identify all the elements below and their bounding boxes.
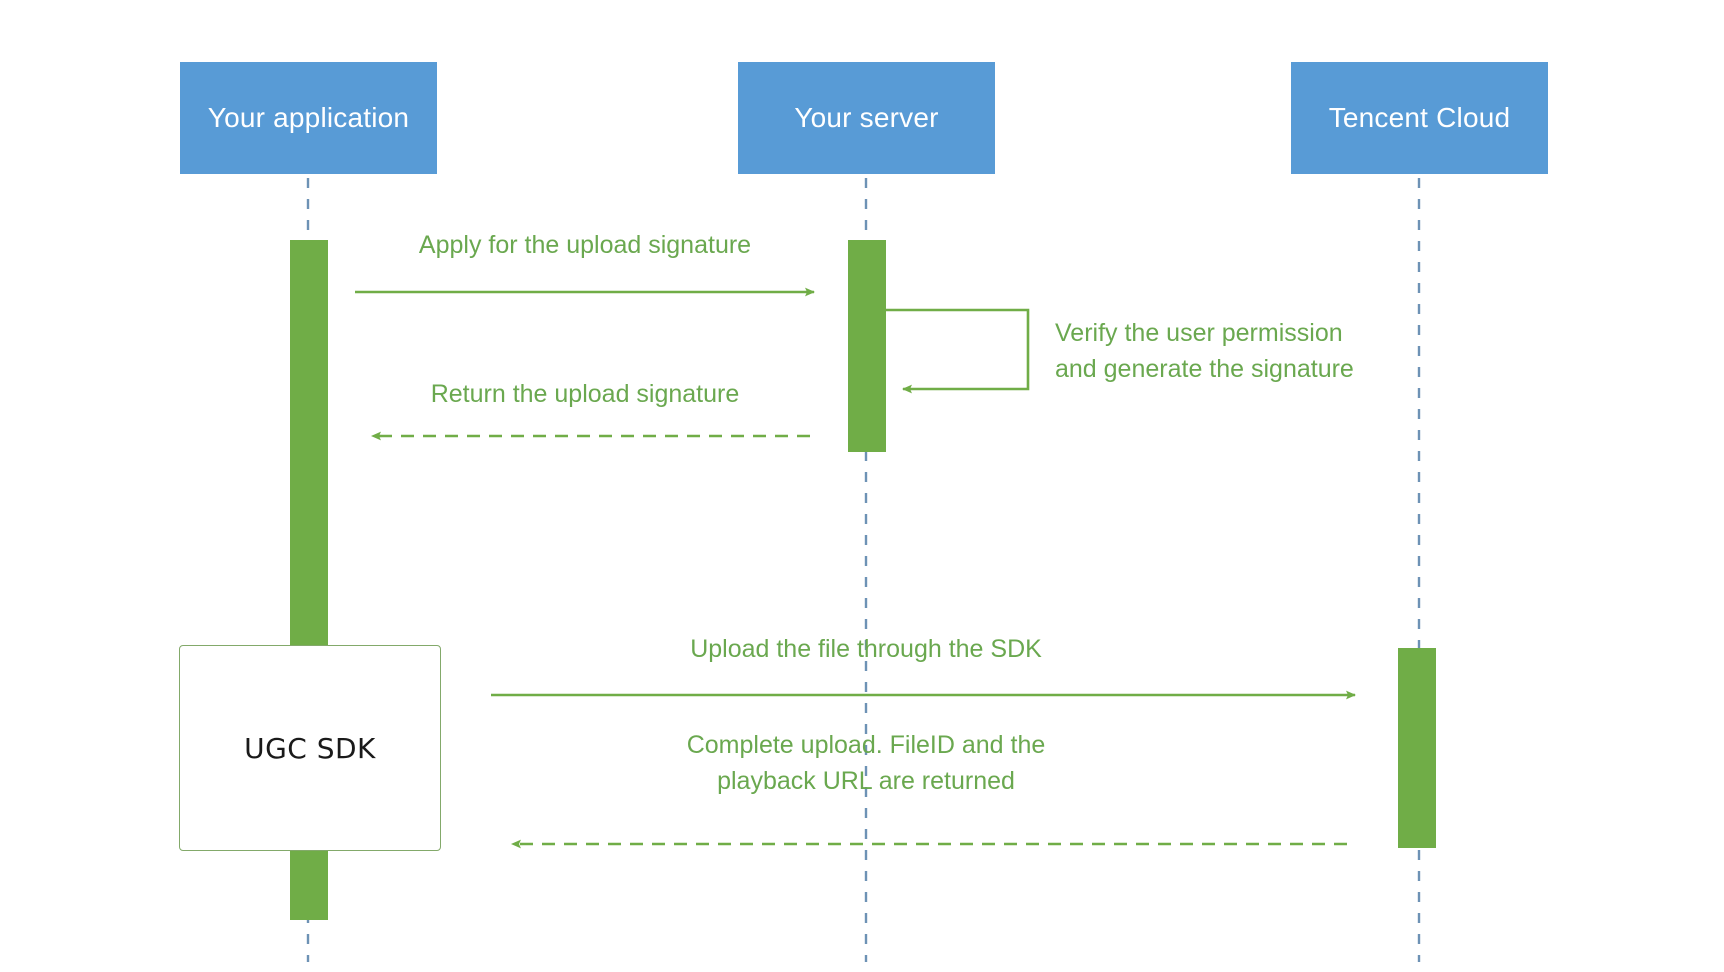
message-label-return-signature: Return the upload signature: [430, 380, 740, 408]
message-label-verify-permission: Verify the user permission and generate …: [1055, 319, 1354, 383]
message-label-apply-signature: Apply for the upload signature: [418, 231, 752, 259]
message-label-complete-upload: Complete upload. FileID and the playback…: [686, 731, 1046, 795]
actor-label-application: Your application: [207, 102, 410, 133]
note-label-ugc-sdk: UGC SDK: [244, 731, 376, 765]
message-label-upload-file: Upload the file through the SDK: [690, 635, 1042, 663]
activation-bar-server: [848, 240, 886, 452]
activation-bar-cloud: [1398, 648, 1436, 848]
note-box-ugc-sdk[interactable]: UGC SDK: [179, 645, 441, 851]
actor-box-cloud[interactable]: Tencent Cloud: [1291, 62, 1548, 174]
message-arrow-verify-permission: [886, 308, 1030, 394]
actor-label-server: Your server: [794, 102, 939, 133]
actor-box-application[interactable]: Your application: [180, 62, 437, 174]
actor-box-server[interactable]: Your server: [738, 62, 995, 174]
actor-label-cloud: Tencent Cloud: [1328, 102, 1511, 133]
